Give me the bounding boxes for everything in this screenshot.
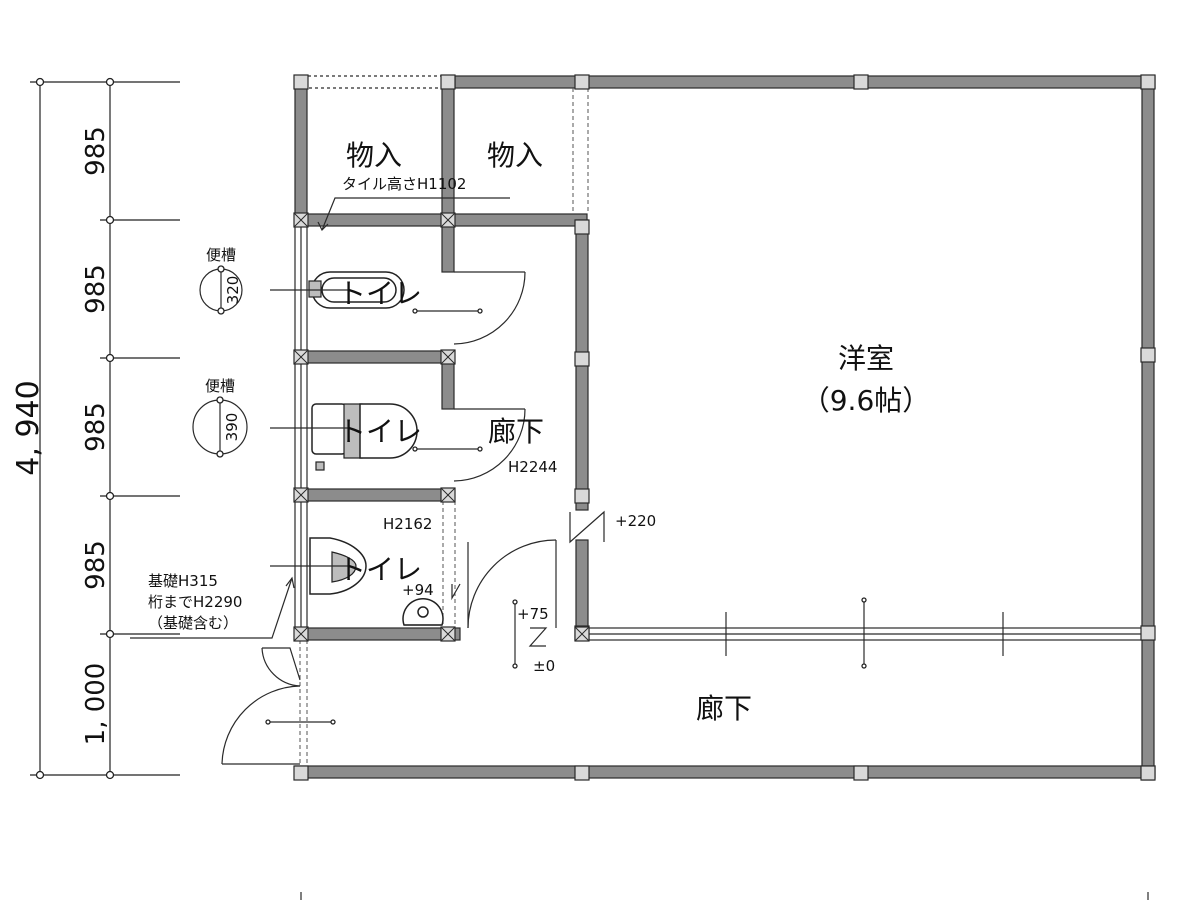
toilet-2-label: トイレ: [338, 415, 422, 448]
level-plus75: +75: [517, 605, 549, 623]
total-dimension: 4, 940: [11, 380, 46, 475]
leader-lines: [130, 197, 510, 639]
dimension-segment-4: 985: [81, 540, 111, 590]
foundation-note-2: 桁までH2290: [148, 593, 242, 611]
bottom-ticks: [300, 892, 1149, 900]
urinal-fixture: [270, 537, 367, 595]
western-room-label: 洋室: [838, 342, 894, 375]
hall-upper-label: 廊下: [488, 415, 544, 448]
sliding-door-marks: [725, 597, 1004, 669]
septic-1-value: 320: [224, 276, 242, 305]
septic-2-label: 便槽: [205, 377, 235, 395]
toilet-2-fixture: [270, 403, 418, 471]
hand-sink-fixture: [402, 598, 444, 626]
level-marks: [451, 510, 605, 669]
level-plus94: +94: [402, 581, 434, 599]
dimension-segment-3: 985: [81, 402, 111, 452]
toilet-3-label: トイレ: [338, 553, 422, 586]
toilet-1-fixture: [270, 271, 405, 309]
hall-lower-label: 廊下: [696, 692, 752, 725]
annotation-labels: タイル高さH1102 便槽 320 便槽 390 H2244 H2162 +22…: [148, 175, 656, 675]
septic-tank-2-symbol: [192, 396, 248, 458]
doors: [221, 271, 557, 765]
toilet-1-label: トイレ: [338, 277, 422, 310]
storage-left-label: 物入: [346, 139, 402, 172]
septic-2-value: 390: [223, 413, 241, 442]
toilet-ceiling-height: H2162: [383, 515, 432, 533]
dimension-segment-5: 1, 000: [81, 663, 111, 746]
columns: [293, 74, 1156, 781]
western-room-size-label: （9.6帖）: [802, 384, 931, 417]
level-zero: ±0: [533, 657, 555, 675]
dimension-lines: [30, 77, 180, 780]
dimension-segment-1: 985: [81, 126, 111, 176]
dimension-labels: 4, 940 985 985 985 985 1, 000: [11, 126, 111, 745]
septic-1-label: 便槽: [206, 246, 236, 264]
level-plus220: +220: [615, 512, 656, 530]
tile-height-note: タイル高さH1102: [342, 175, 466, 193]
storage-right-label: 物入: [487, 139, 543, 172]
septic-tank-1-symbol: [199, 265, 243, 315]
room-labels: 物入 物入 トイレ トイレ トイレ 廊下 廊下 洋室 （9.6帖）: [338, 139, 930, 725]
foundation-note-3: （基礎含む）: [148, 614, 238, 632]
hall-ceiling-height: H2244: [508, 458, 557, 476]
foundation-note-1: 基礎H315: [148, 572, 218, 590]
dimension-segment-2: 985: [81, 264, 111, 314]
